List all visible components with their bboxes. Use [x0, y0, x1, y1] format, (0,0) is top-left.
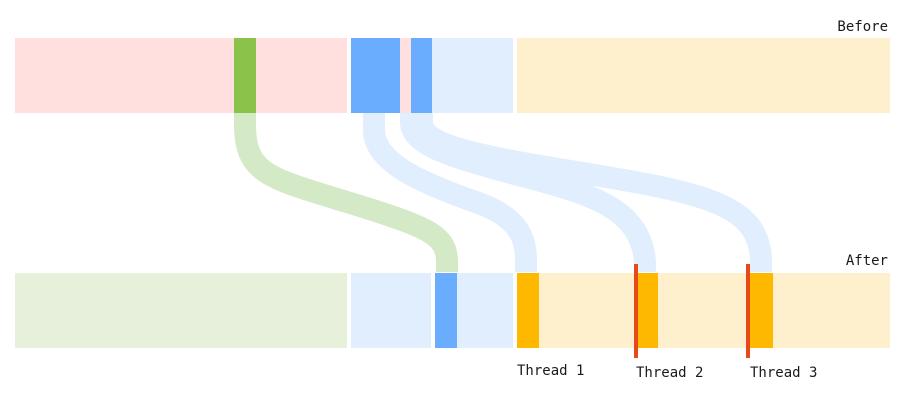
- flow-blue-3: [411, 112, 772, 272]
- after-yellow-block-1: [517, 273, 539, 348]
- before-row: Before: [15, 19, 890, 113]
- thread-labels: Thread 1 Thread 2 Thread 3: [517, 363, 817, 381]
- thread-label-2: Thread 2: [636, 365, 703, 381]
- flow-green: [234, 112, 458, 272]
- flow-ribbons: [234, 112, 772, 272]
- thread-marker-3: [746, 264, 750, 358]
- after-yellow-region: [517, 273, 890, 348]
- after-row: After: [15, 253, 890, 358]
- before-label: Before: [837, 19, 888, 35]
- after-green-region: [15, 273, 347, 348]
- after-blue-block: [435, 273, 457, 348]
- after-label: After: [846, 253, 888, 269]
- before-yellow-region: [517, 38, 890, 113]
- before-blue-block-1: [351, 38, 400, 113]
- after-blue-region-left: [351, 273, 431, 348]
- thread-label-1: Thread 1: [517, 363, 584, 379]
- after-yellow-block-3: [750, 273, 773, 348]
- after-yellow-block-2: [636, 273, 658, 348]
- before-blue-gap: [400, 38, 411, 113]
- thread-label-3: Thread 3: [750, 365, 817, 381]
- thread-marker-2: [634, 264, 638, 358]
- before-blue-block-2: [411, 38, 432, 113]
- flow-blue-1: [363, 112, 537, 272]
- before-red-region: [15, 38, 347, 113]
- before-green-block: [234, 38, 256, 113]
